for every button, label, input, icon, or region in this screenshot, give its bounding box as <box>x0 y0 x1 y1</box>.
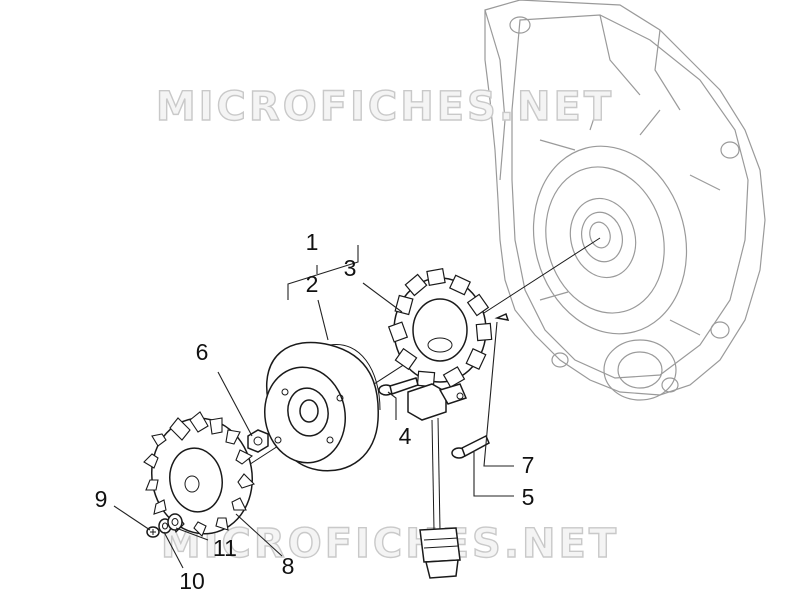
flywheel-rotor <box>263 341 381 472</box>
callout-6: 6 <box>196 339 209 365</box>
watermark-top: MICROFICHES.NET <box>156 84 614 130</box>
callout-3: 3 <box>344 255 357 281</box>
stator <box>387 268 493 388</box>
cooling-fan <box>143 411 256 537</box>
callout-2: 2 <box>306 271 319 297</box>
callout-11: 11 <box>213 535 237 561</box>
bolt-lower <box>451 434 490 459</box>
woodruff-key <box>494 312 510 321</box>
callout-4: 4 <box>399 423 412 449</box>
flywheel-nut <box>247 429 269 453</box>
callout-8: 8 <box>282 553 295 579</box>
crankcase-background <box>484 0 766 401</box>
callout-10: 10 <box>179 568 205 594</box>
callout-7: 7 <box>522 452 535 478</box>
callout-9: 9 <box>95 486 108 512</box>
bolt-upper <box>378 377 419 396</box>
callout-1: 1 <box>306 229 319 255</box>
watermark-bottom: MICROFICHES.NET <box>161 521 619 567</box>
pickup-sensor-wire <box>407 383 468 579</box>
callout-5: 5 <box>522 484 535 510</box>
leader-lines <box>113 245 514 569</box>
